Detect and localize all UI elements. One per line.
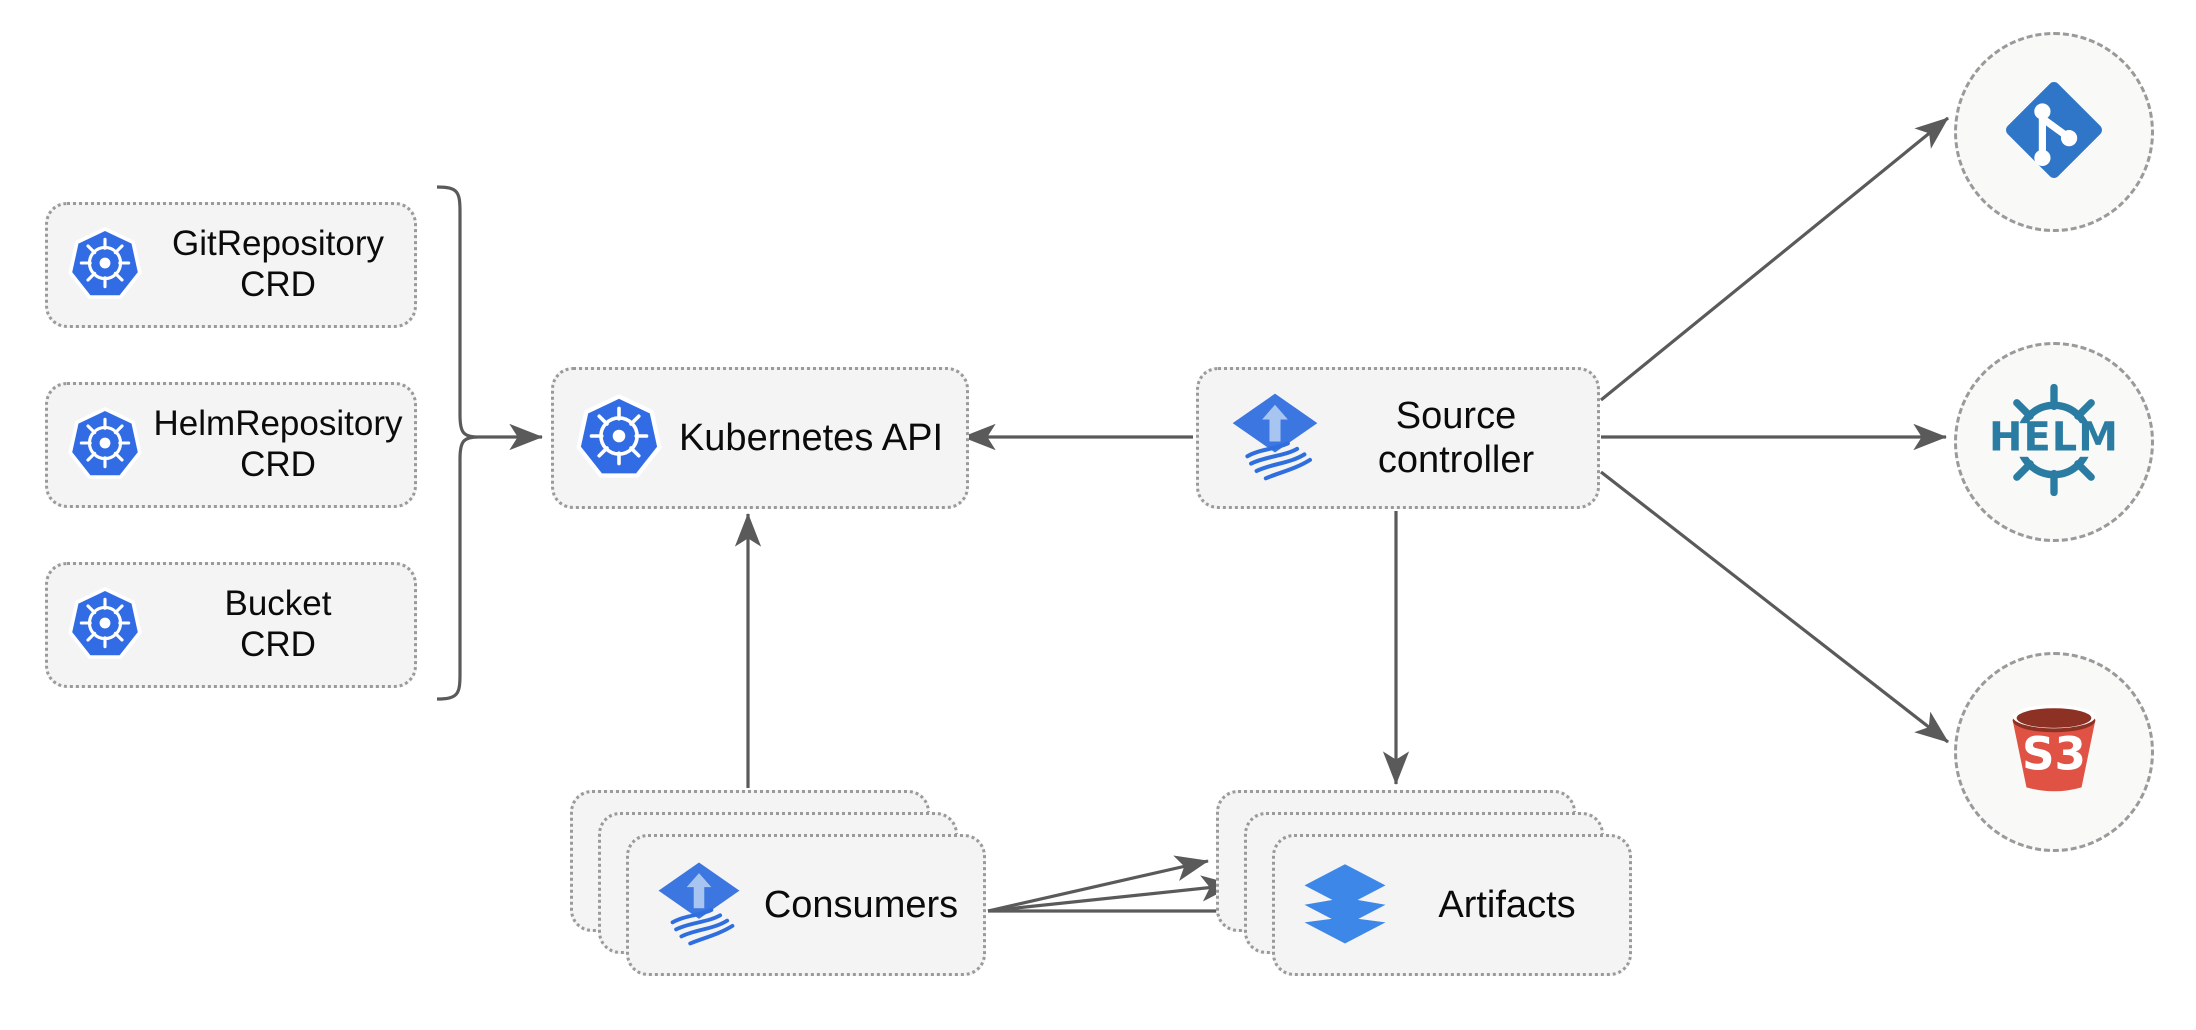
node-label: GitRepository CRD xyxy=(171,224,385,304)
node-gitrepository-crd[interactable]: GitRepository CRD xyxy=(45,202,417,328)
node-bucket-crd[interactable]: Bucket CRD xyxy=(45,562,417,688)
edge-consumers-to-artifacts-1 xyxy=(987,855,1209,913)
git-icon xyxy=(1996,72,2112,193)
node-source-controller[interactable]: Source controller xyxy=(1196,367,1600,509)
node-label: Bucket CRD xyxy=(224,584,332,664)
node-s3-source[interactable]: S3 xyxy=(1954,652,2154,852)
node-artifacts[interactable]: Artifacts xyxy=(1216,790,1636,980)
node-label: Artifacts xyxy=(1438,883,1576,926)
layers-icon xyxy=(1301,859,1389,952)
s3-label: S3 xyxy=(2022,727,2086,780)
s3-icon: S3 xyxy=(1995,691,2113,814)
helm-icon: HELM xyxy=(1989,377,2118,508)
node-label: Consumers xyxy=(763,883,959,926)
node-label: HelmRepository CRD xyxy=(153,404,403,484)
kubernetes-icon xyxy=(68,226,142,305)
edge-consumers-to-artifacts-2 xyxy=(987,875,1235,913)
node-helm-source[interactable]: HELM xyxy=(1954,342,2154,542)
kubernetes-icon xyxy=(68,406,142,485)
node-label: Kubernetes API xyxy=(678,416,944,459)
flux-icon xyxy=(655,857,743,954)
kubernetes-icon xyxy=(68,586,142,665)
kubernetes-icon xyxy=(576,393,662,484)
edge-source-to-git xyxy=(1599,116,1950,402)
helm-label: HELM xyxy=(1991,414,2117,460)
node-helmrepository-crd[interactable]: HelmRepository CRD xyxy=(45,382,417,508)
node-consumers[interactable]: Consumers xyxy=(570,790,990,980)
consumers-layer-front[interactable]: Consumers xyxy=(626,834,986,976)
crd-group-brace xyxy=(436,185,479,701)
node-label: Source controller xyxy=(1377,394,1535,481)
artifacts-layer-front[interactable]: Artifacts xyxy=(1272,834,1632,976)
node-git-source[interactable] xyxy=(1954,32,2154,232)
node-kubernetes-api[interactable]: Kubernetes API xyxy=(551,367,969,509)
flux-icon xyxy=(1229,388,1321,489)
edge-source-to-s3 xyxy=(1600,470,1949,744)
